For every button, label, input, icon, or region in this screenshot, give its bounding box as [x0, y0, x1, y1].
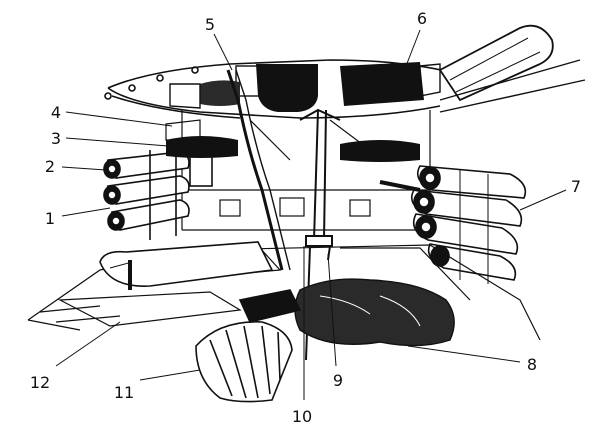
callout-8: 8: [527, 355, 537, 374]
callout-7: 7: [571, 177, 581, 196]
callout-10: 10: [292, 407, 312, 426]
callout-4: 4: [51, 103, 61, 122]
left-seat: [165, 119, 238, 158]
floor-mat: [99, 241, 274, 290]
turret-ring: [104, 59, 471, 119]
right-ammo-rack: [379, 165, 527, 284]
callout-2: 2: [45, 157, 55, 176]
callout-11: 11: [114, 383, 134, 402]
callout-9: 9: [333, 371, 343, 390]
ribbed-cushion: [195, 289, 302, 403]
callout-1: 1: [45, 209, 55, 228]
left-ammo-rack: [103, 148, 213, 240]
callout-12: 12: [30, 373, 50, 392]
gun-breech: [169, 64, 318, 112]
callout-6: 6: [417, 9, 427, 28]
callout-labels: 1 2 3 4 5 6 7 8 9 10 11 12: [30, 9, 581, 426]
callout-5: 5: [205, 15, 215, 34]
right-seat: [340, 140, 420, 162]
floor-tarp: [294, 278, 455, 347]
elevation-linkage: [226, 69, 291, 271]
rear-wall: [181, 110, 431, 231]
sight-and-exhaust-tube: [340, 24, 586, 113]
leader-lines: [55, 29, 567, 400]
callout-3: 3: [51, 129, 61, 148]
